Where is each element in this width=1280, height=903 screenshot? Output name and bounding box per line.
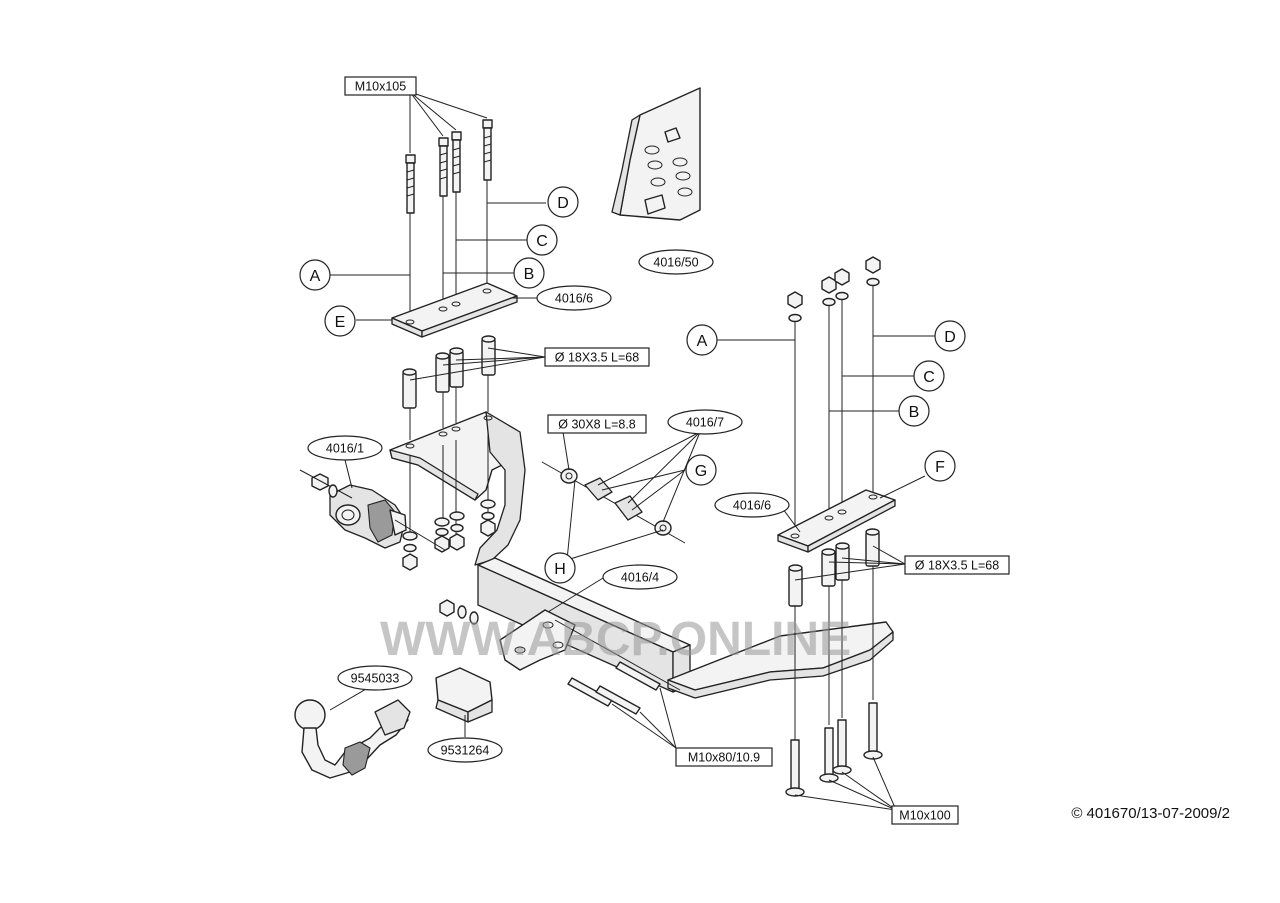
part-4016-6-right: 4016/6 bbox=[714, 492, 790, 518]
socket-bracket-4016-1 bbox=[299, 469, 446, 551]
svg-text:Ø 18X3.5 L=68: Ø 18X3.5 L=68 bbox=[915, 559, 999, 573]
svg-text:C: C bbox=[536, 233, 548, 250]
part-9545033: 9545033 bbox=[337, 665, 413, 691]
part-9531264: 9531264 bbox=[427, 737, 503, 763]
svg-text:9531264: 9531264 bbox=[441, 744, 490, 758]
right-plate-4016-6 bbox=[777, 489, 896, 553]
leader-lines bbox=[329, 91, 935, 811]
inset-bracket-4016-50 bbox=[611, 87, 701, 221]
main-cross-bar-4016-4 bbox=[477, 557, 894, 699]
callout-c-left: C bbox=[526, 224, 558, 256]
callout-e: E bbox=[324, 305, 356, 337]
svg-text:9545033: 9545033 bbox=[351, 672, 400, 686]
spec-boxes: M10x105 Ø 18X3.5 L=68 Ø 30X8 L=8.8 Ø 18X… bbox=[344, 76, 1010, 825]
svg-text:H: H bbox=[554, 561, 566, 578]
callout-g: G bbox=[685, 454, 717, 486]
svg-text:B: B bbox=[524, 266, 535, 283]
left-bolt-set bbox=[405, 119, 493, 330]
letter-callouts: A B C D E G H A D C B F bbox=[299, 186, 966, 584]
svg-text:E: E bbox=[335, 314, 346, 331]
svg-text:D: D bbox=[557, 195, 569, 212]
svg-text:F: F bbox=[935, 459, 945, 476]
svg-text:M10x80/10.9: M10x80/10.9 bbox=[688, 751, 760, 765]
spec-spacer-30: Ø 30X8 L=8.8 bbox=[547, 414, 647, 434]
spec-m10x105: M10x105 bbox=[344, 76, 417, 96]
right-top-nuts bbox=[787, 256, 881, 535]
callout-b-right: B bbox=[898, 395, 930, 427]
callout-c-right: C bbox=[913, 360, 945, 392]
left-bolt-a bbox=[405, 154, 416, 330]
copyright-text: © 401670/13-07-2009/2 bbox=[1071, 805, 1230, 822]
left-bolt-b bbox=[438, 137, 449, 312]
svg-text:4016/50: 4016/50 bbox=[653, 256, 698, 270]
part-callouts: 4016/50 4016/6 4016/1 4016/7 4016/6 4016… bbox=[307, 249, 790, 763]
svg-text:4016/6: 4016/6 bbox=[555, 292, 593, 306]
callout-f: F bbox=[924, 450, 956, 482]
svg-text:A: A bbox=[697, 333, 708, 350]
watermark: WWW.ABCP.ONLINE bbox=[380, 613, 851, 666]
part-4016-4: 4016/4 bbox=[602, 564, 678, 590]
right-spacers bbox=[788, 528, 880, 740]
svg-text:4016/7: 4016/7 bbox=[686, 416, 724, 430]
spec-m10x80: M10x80/10.9 bbox=[675, 747, 773, 767]
callout-b-left: B bbox=[513, 257, 545, 289]
callout-a-left: A bbox=[299, 259, 331, 291]
left-side-bracket bbox=[389, 411, 526, 566]
svg-text:A: A bbox=[310, 268, 321, 285]
left-nuts-washers bbox=[402, 499, 496, 571]
svg-text:M10x100: M10x100 bbox=[899, 809, 950, 823]
spec-m10x100: M10x100 bbox=[891, 805, 959, 825]
svg-text:C: C bbox=[923, 369, 935, 386]
callout-h: H bbox=[544, 552, 576, 584]
svg-text:G: G bbox=[695, 463, 707, 480]
spacer-clamps-4016-7 bbox=[541, 461, 686, 544]
svg-text:4016/1: 4016/1 bbox=[326, 442, 364, 456]
callout-d-left: D bbox=[547, 186, 579, 218]
callout-a-right: A bbox=[686, 324, 718, 356]
left-bolt-c bbox=[451, 131, 462, 305]
callout-d-right: D bbox=[934, 320, 966, 352]
svg-text:M10x105: M10x105 bbox=[355, 80, 406, 94]
cover-9531264 bbox=[435, 667, 493, 723]
svg-text:Ø 18X3.5 L=68: Ø 18X3.5 L=68 bbox=[555, 351, 639, 365]
part-4016-1: 4016/1 bbox=[307, 435, 383, 461]
svg-text:4016/6: 4016/6 bbox=[733, 499, 771, 513]
spec-spacer-18-right: Ø 18X3.5 L=68 bbox=[904, 555, 1010, 575]
svg-text:D: D bbox=[944, 329, 956, 346]
svg-text:B: B bbox=[909, 404, 920, 421]
tow-ball-9545033 bbox=[294, 699, 411, 779]
svg-text:4016/4: 4016/4 bbox=[621, 571, 659, 585]
svg-text:Ø 30X8 L=8.8: Ø 30X8 L=8.8 bbox=[558, 418, 636, 432]
right-bottom-bolts-m10x100 bbox=[785, 702, 883, 797]
part-4016-50: 4016/50 bbox=[638, 249, 714, 275]
spec-spacer-18-left: Ø 18X3.5 L=68 bbox=[544, 347, 650, 367]
part-4016-6-left: 4016/6 bbox=[536, 285, 612, 311]
left-plate-4016-6 bbox=[391, 282, 518, 338]
left-bolt-d bbox=[482, 119, 493, 292]
part-4016-7: 4016/7 bbox=[667, 409, 743, 435]
bolts-m10x80 bbox=[439, 599, 681, 715]
